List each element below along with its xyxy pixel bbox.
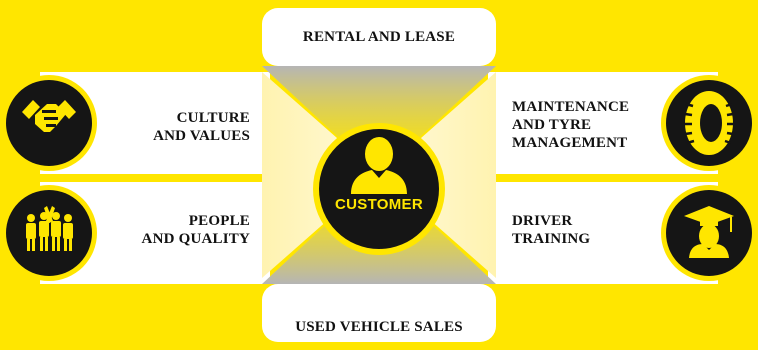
graduate-icon: [684, 206, 734, 258]
team-icon: [26, 206, 73, 251]
label-people-quality: PEOPLE AND QUALITY: [110, 212, 250, 248]
tyre-icon: [684, 91, 734, 155]
label-culture-values: CULTURE AND VALUES: [110, 109, 250, 145]
label-line: DRIVER: [512, 213, 573, 229]
label-line: TRAINING: [512, 231, 591, 247]
top-funnel: [262, 66, 496, 175]
label-line: AND QUALITY: [141, 231, 250, 247]
label-line: MAINTENANCE: [512, 99, 630, 115]
label-line: AND TYRE: [512, 117, 592, 133]
label-driver-training: DRIVER TRAINING: [512, 212, 662, 248]
handshake-icon: [22, 100, 76, 132]
label-rental-lease: RENTAL AND LEASE: [302, 29, 456, 45]
label-maintenance-tyre: MAINTENANCE AND TYRE MANAGEMENT: [512, 98, 662, 152]
label-line: CULTURE: [176, 110, 250, 126]
label-line: PEOPLE: [188, 213, 250, 229]
label-line: MANAGEMENT: [512, 135, 628, 151]
box-rental: [262, 8, 496, 66]
label-used-vehicle-sales: USED VEHICLE SALES: [295, 319, 463, 335]
box-used-vehicle: [262, 284, 496, 342]
label-line: AND VALUES: [153, 128, 250, 144]
person-icon: [351, 137, 407, 194]
center-label-customer: CUSTOMER: [335, 196, 423, 213]
